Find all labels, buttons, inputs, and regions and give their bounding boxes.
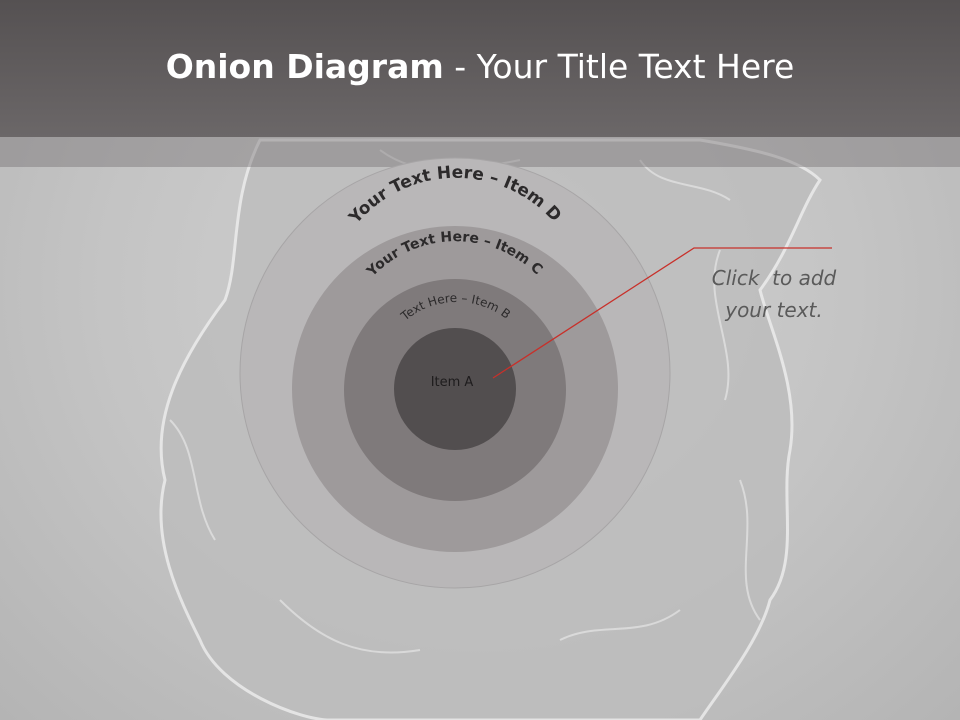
title-bold: Onion Diagram [165,47,444,86]
layer-a-label: Item A [431,375,474,390]
onion-layer-a[interactable] [394,328,516,450]
header-bar [0,0,960,137]
title-rest: - Your Title Text Here [443,47,795,86]
callout-text[interactable]: Click to add your text. [682,262,866,326]
slide-title[interactable]: Onion Diagram - Your Title Text Here [0,44,960,90]
callout-leader-line [492,247,832,379]
callout-line-1: Click to add [711,266,837,290]
callout-line-2: your text. [725,298,823,322]
